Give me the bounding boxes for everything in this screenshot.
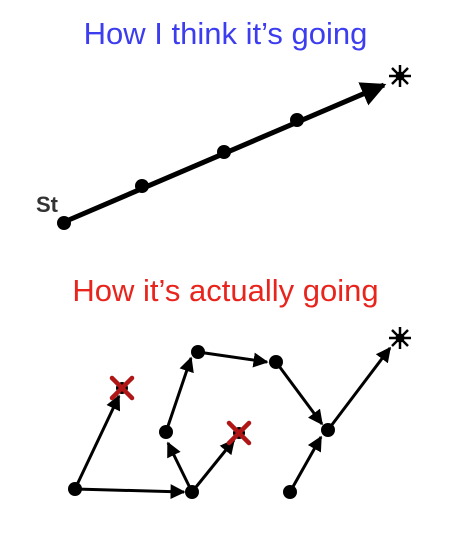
expected-step-node [217,145,231,159]
actual-step-node [283,485,297,499]
actual-step-node [185,485,199,499]
actual-edge [197,350,269,368]
failed-step-x-icon [226,420,252,446]
actual-edge [164,356,194,433]
actual-edge [73,394,121,490]
actual-step-node [191,345,205,359]
expected-step-node [290,113,304,127]
actual-step-node [321,423,335,437]
actual-step-node [159,425,173,439]
actual-start-node [68,482,82,496]
actual-edge [74,484,186,500]
expected-path [57,65,411,230]
actual-edge [166,441,194,493]
start-label: St [36,192,58,217]
actual-edge [190,438,236,493]
goal-star-icon [389,327,411,349]
actual-edge [274,361,324,426]
goal-star-icon [389,65,411,87]
expected-start-node [57,216,71,230]
expected-path-title: How I think it’s going [83,16,368,51]
failed-step-x-icon [109,375,135,401]
actual-path [68,327,411,500]
expected-step-node [135,179,149,193]
actual-step-node [269,355,283,369]
actual-edge [288,435,323,493]
actual-path-title: How it’s actually going [72,273,379,308]
actual-edge [326,346,392,431]
